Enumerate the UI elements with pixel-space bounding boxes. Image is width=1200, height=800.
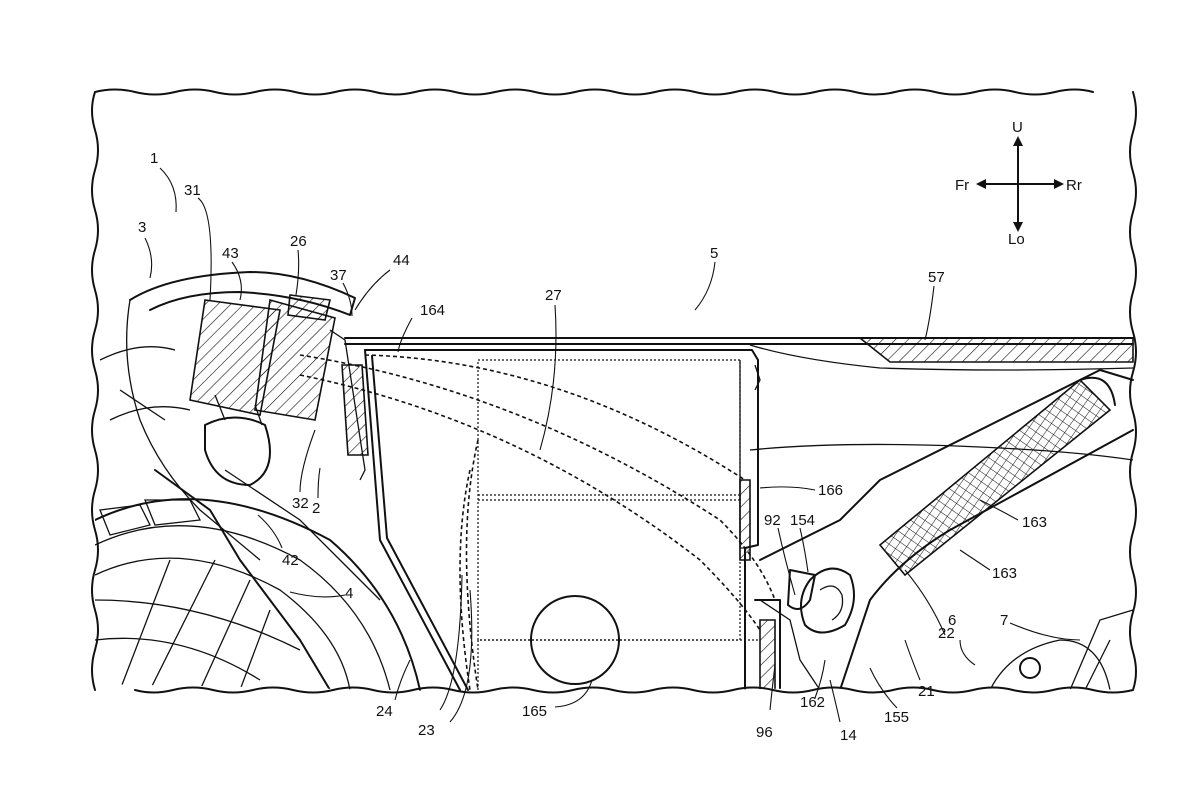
callout-163-lower: 163 [992, 565, 1017, 582]
callout-44: 44 [393, 252, 410, 269]
rear-assembly [754, 369, 1134, 691]
dir-up-label: U [1012, 119, 1023, 136]
callout-162: 162 [800, 694, 825, 711]
direction-indicator: U Fr Rr Lo [955, 119, 1082, 248]
callout-2: 2 [312, 500, 320, 517]
callout-27: 27 [545, 287, 562, 304]
callout-42: 42 [282, 552, 299, 569]
dir-low-label: Lo [1008, 231, 1025, 248]
front-wheel [95, 498, 421, 691]
lamp-unit [189, 294, 336, 486]
callout-92: 92 [764, 512, 781, 529]
break-frame [91, 88, 1137, 694]
callout-1: 1 [150, 150, 158, 167]
callout-166: 166 [818, 482, 843, 499]
central-box [364, 349, 761, 691]
callout-labels: 1 3 31 43 26 37 44 164 27 5 57 32 2 42 4… [138, 150, 1047, 744]
callout-155: 155 [884, 709, 909, 726]
callout-22: 22 [938, 625, 955, 642]
callout-163-upper: 163 [1022, 514, 1047, 531]
dir-front-label: Fr [955, 177, 969, 194]
callout-32: 32 [292, 495, 309, 512]
leader-lines [144, 167, 1081, 723]
callout-21: 21 [918, 683, 935, 700]
callout-57: 57 [928, 269, 945, 286]
callout-37: 37 [330, 267, 347, 284]
callout-96: 96 [756, 724, 773, 741]
callout-6: 6 [948, 612, 956, 629]
callout-23: 23 [418, 722, 435, 739]
callout-43: 43 [222, 245, 239, 262]
front-cowl [129, 271, 356, 316]
callout-14: 14 [840, 727, 857, 744]
callout-154: 154 [790, 512, 815, 529]
callout-4: 4 [345, 585, 353, 602]
callout-7: 7 [1000, 612, 1008, 629]
dir-rear-label: Rr [1066, 177, 1082, 194]
callout-5: 5 [710, 245, 718, 262]
callout-24: 24 [376, 703, 393, 720]
callout-164: 164 [420, 302, 445, 319]
callout-165: 165 [522, 703, 547, 720]
callout-31: 31 [184, 182, 201, 199]
callout-3: 3 [138, 219, 146, 236]
callout-26: 26 [290, 233, 307, 250]
